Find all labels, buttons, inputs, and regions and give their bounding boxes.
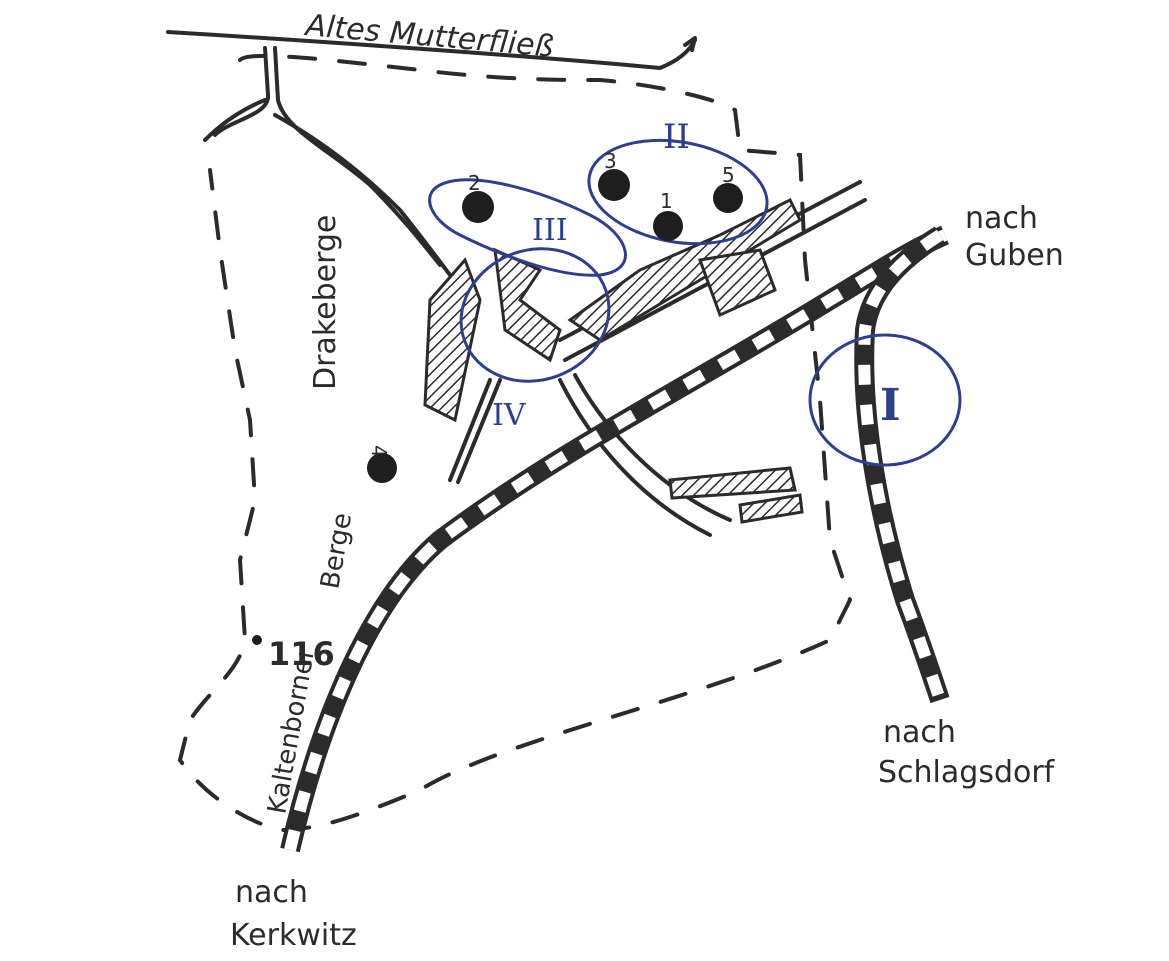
nach-guben-label: nach (965, 201, 1038, 236)
zone-4-label: IV (492, 398, 527, 433)
zone-1-circle (808, 333, 962, 467)
point-5-marker (713, 183, 743, 213)
nach-kerkwitz-label: nach (235, 875, 308, 910)
guben-label: Guben (965, 238, 1064, 273)
stream-arrow-icon (683, 36, 697, 52)
elevation-marker (252, 635, 262, 645)
road-south (448, 378, 502, 484)
point-1-label: 1 (660, 189, 673, 213)
berge-label: Berge (315, 511, 358, 592)
drakeberge-label: Drakeberge (308, 215, 343, 390)
area-boundary (177, 53, 853, 833)
building (668, 466, 797, 500)
building (738, 493, 804, 524)
point-4-marker (367, 453, 397, 483)
point-3-marker (598, 169, 630, 201)
zone-1-label: I (880, 380, 901, 431)
road-east (558, 373, 732, 537)
point-1-marker (653, 211, 683, 241)
point-2-marker (462, 191, 494, 223)
building (493, 247, 562, 363)
zone-4-circle (459, 247, 611, 383)
point-5-label: 5 (722, 163, 735, 187)
zone-2-label: II (663, 117, 690, 157)
zone-3-shape (428, 178, 627, 277)
point-4-label: 4 (367, 445, 391, 458)
road-main-double-3 (203, 98, 452, 277)
elevation-label: 116 (268, 635, 335, 673)
zone-2-circle (587, 138, 769, 246)
zone-3-label: III (532, 213, 568, 248)
kerkwitz-label: Kerkwitz (230, 918, 357, 953)
road-main-double (213, 46, 270, 137)
building (697, 248, 777, 318)
railway-schlagsdorf-dash (858, 229, 946, 702)
stream-line (166, 30, 697, 70)
schlagsdorf-label: Schlagsdorf (878, 755, 1056, 790)
stream-label: Altes Mutterfließ (302, 8, 555, 65)
point-2-label: 2 (468, 171, 481, 195)
nach-schlagsdorf-label: nach (883, 715, 956, 750)
road-main-double-2 (273, 46, 442, 267)
point-3-label: 3 (604, 149, 617, 173)
railway-kerkwitz-guben-dash (284, 229, 948, 852)
